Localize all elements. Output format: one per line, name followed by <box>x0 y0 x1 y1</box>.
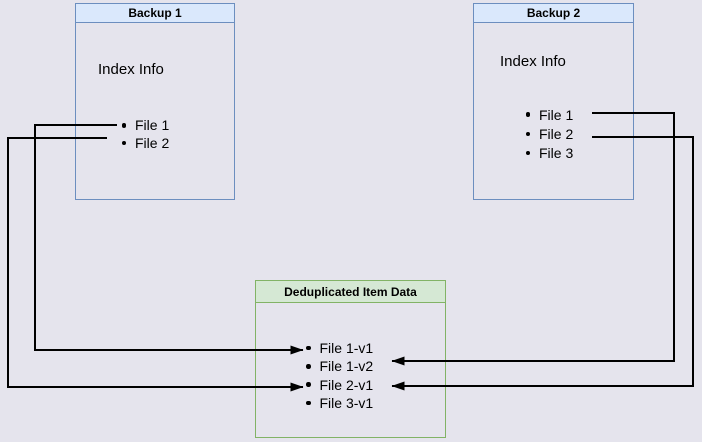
backup2-header: Backup 2 <box>473 3 634 23</box>
bullet-icon <box>306 382 311 387</box>
list-item: File 2 <box>121 134 170 152</box>
list-item-label: File 1 <box>135 117 170 134</box>
bullet-icon <box>121 123 126 128</box>
list-item-label: File 2 <box>135 134 170 151</box>
list-item: File 1-v2 <box>306 357 373 375</box>
bullet-icon <box>306 345 311 351</box>
backup2-index-info-label: Index Info <box>500 53 566 70</box>
bullet-icon <box>525 150 530 156</box>
backup1-box <box>75 3 235 200</box>
list-item-label: File 2-v1 <box>319 376 374 393</box>
list-item-label: File 3 <box>539 144 574 161</box>
dedup-header: Deduplicated Item Data <box>255 280 446 303</box>
backup1-header: Backup 1 <box>75 3 235 23</box>
list-item-label: File 1 <box>539 106 574 123</box>
list-item-label: File 2 <box>539 125 574 142</box>
bullet-icon <box>306 400 311 406</box>
bullet-icon <box>121 140 126 145</box>
backup1-index-info-label: Index Info <box>98 61 164 78</box>
list-item-label: File 1-v2 <box>319 358 374 375</box>
backup2-file-list: File 1 File 2 File 3 <box>525 105 574 163</box>
dedup-title: Deduplicated Item Data <box>284 284 417 299</box>
list-item: File 2-v1 <box>306 376 373 394</box>
bullet-icon <box>525 131 530 137</box>
list-item: File 3 <box>525 143 574 162</box>
list-item: File 1 <box>121 117 170 135</box>
list-item: File 1 <box>525 105 574 124</box>
backup2-title: Backup 2 <box>526 6 581 20</box>
backup2-box <box>473 3 634 200</box>
list-item: File 1-v1 <box>306 339 373 357</box>
bullet-icon <box>306 364 311 369</box>
list-item: File 2 <box>525 124 574 143</box>
backup1-title: Backup 1 <box>128 6 182 20</box>
bullet-icon <box>525 112 530 117</box>
list-item-label: File 3-v1 <box>319 395 374 412</box>
list-item: File 3-v1 <box>306 394 373 412</box>
list-item-label: File 1-v1 <box>319 340 374 357</box>
